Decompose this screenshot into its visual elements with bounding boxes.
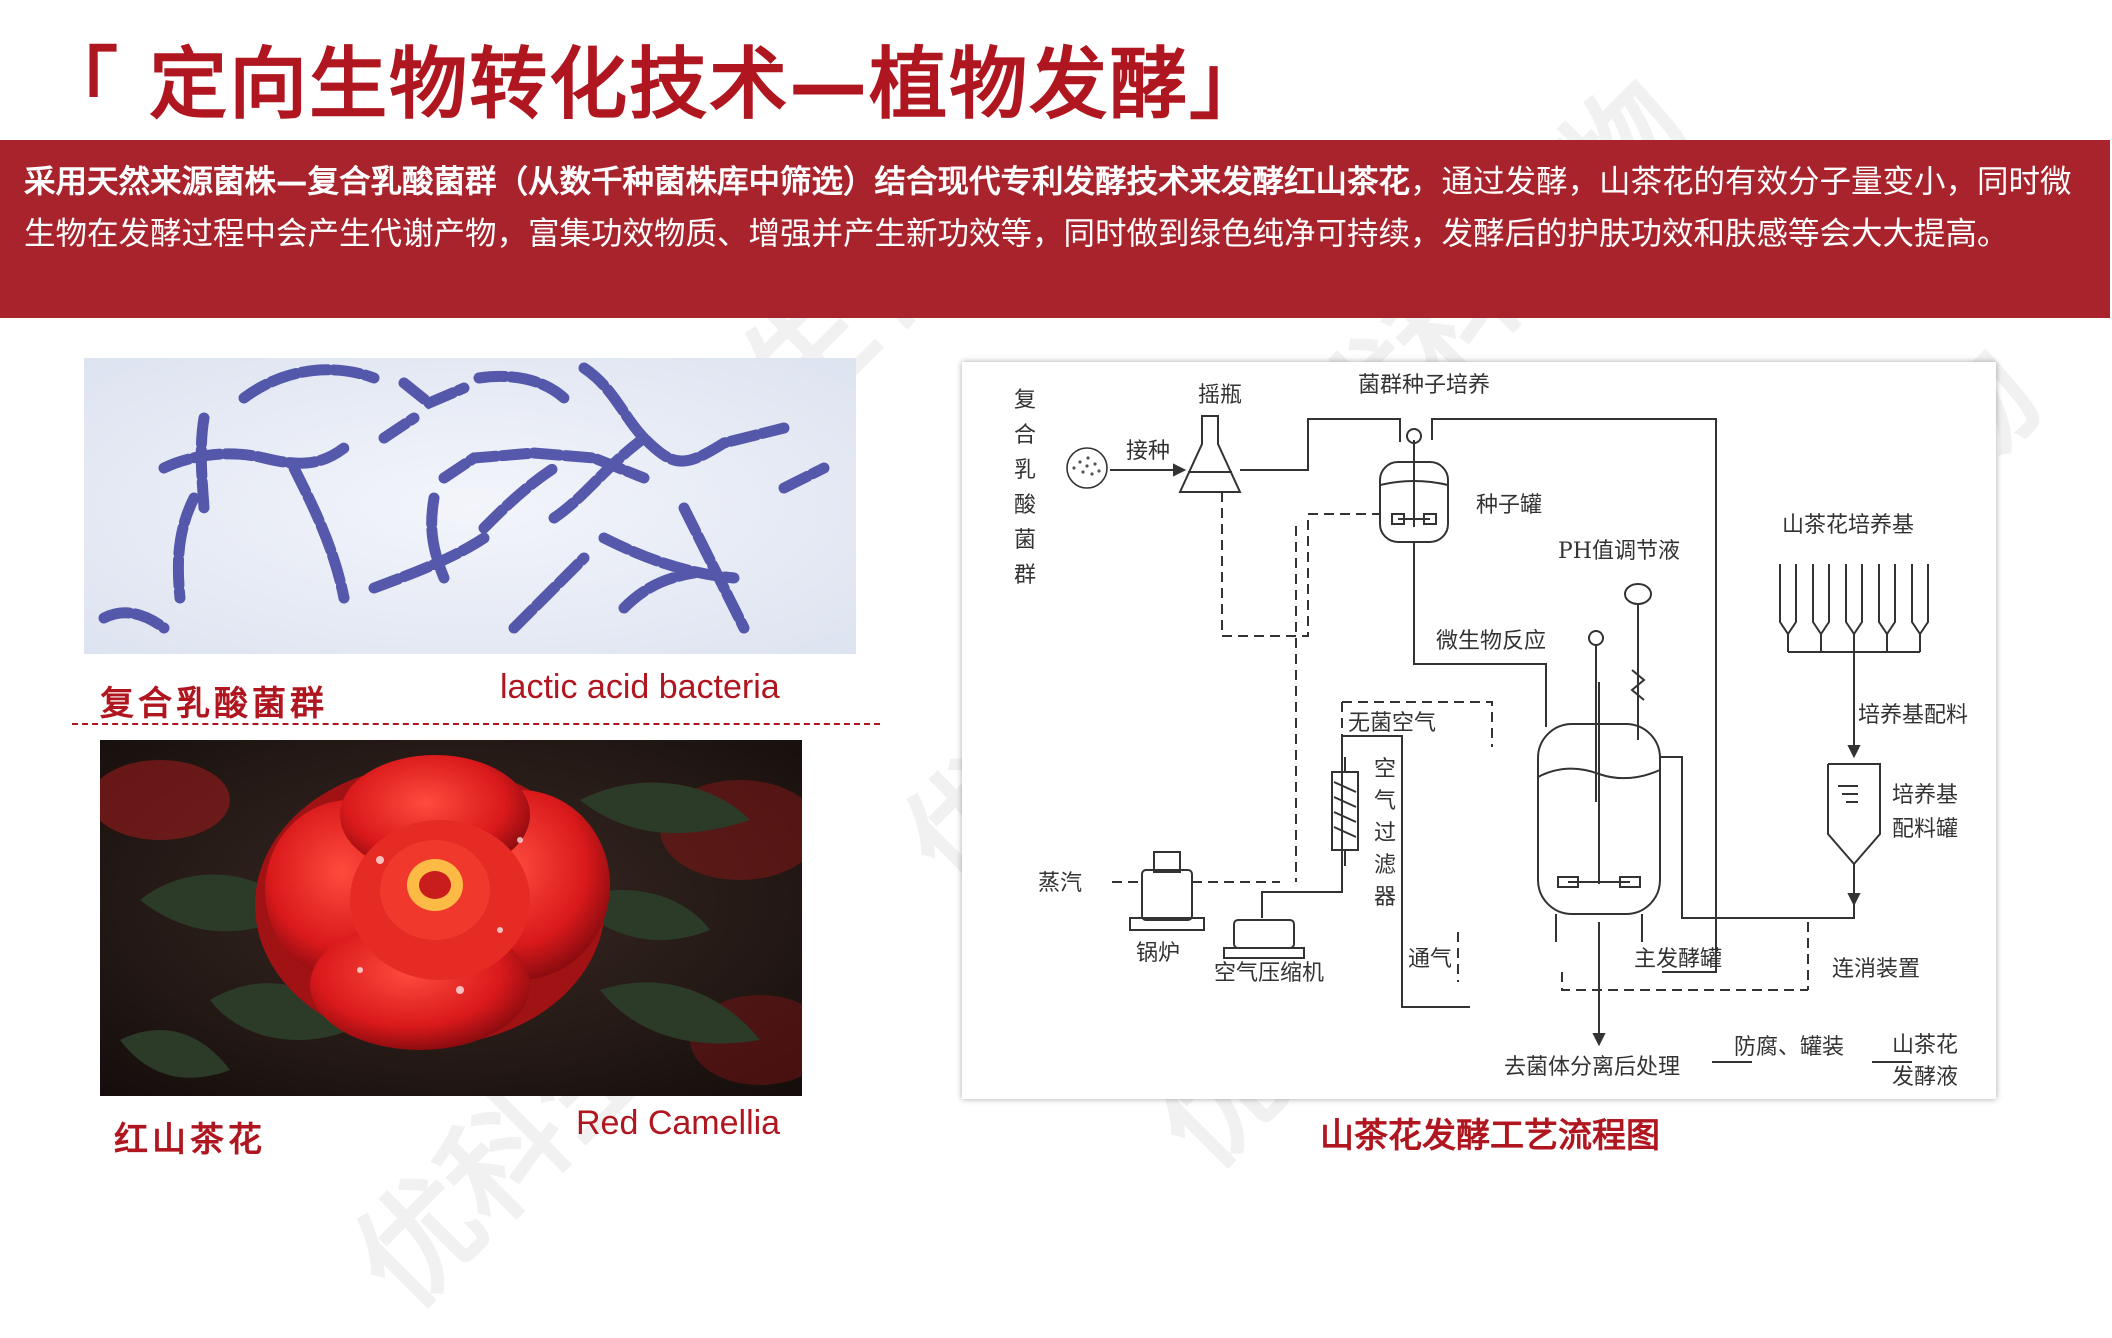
label-lab-v5: 菌 xyxy=(1014,528,1036,553)
label-lab-v1: 复 xyxy=(1014,388,1036,413)
label-microbe-reaction: 微生物反应 xyxy=(1436,629,1546,654)
label-filter-v2: 气 xyxy=(1374,789,1396,814)
label-separation: 去菌体分离后处理 xyxy=(1504,1055,1680,1080)
label-lab-v6: 群 xyxy=(1014,563,1036,588)
label-boiler: 锅炉 xyxy=(1136,941,1180,966)
camellia-image xyxy=(100,740,802,1096)
label-steam: 蒸汽 xyxy=(1038,871,1082,896)
label-medium-mix: 培养基配料 xyxy=(1858,703,1968,728)
label-filter-v1: 空 xyxy=(1374,757,1396,782)
bacteria-caption-cn: 复合乳酸菌群 xyxy=(100,684,328,724)
label-filter-v4: 滤 xyxy=(1374,853,1396,878)
ph-bottle xyxy=(1624,583,1652,605)
label-mix-tank-1: 培养基 xyxy=(1892,783,1958,808)
label-sterile-air: 无菌空气 xyxy=(1348,711,1436,736)
intro-text-rest: ，通过发酵，山茶花的有效分子量变小，同时微生物在发酵过程中会产生代谢产物，富集功… xyxy=(24,164,2072,252)
label-medium: 山茶花培养基 xyxy=(1782,513,1914,538)
label-compressor: 空气压缩机 xyxy=(1214,961,1324,986)
label-sterilizer: 连消装置 xyxy=(1832,957,1920,982)
label-packaging: 防腐、罐装 xyxy=(1734,1035,1844,1060)
label-flask: 摇瓶 xyxy=(1198,383,1242,408)
petri-dish xyxy=(1066,447,1108,489)
label-lab-v3: 乳 xyxy=(1014,458,1036,483)
intro-banner: 采用天然来源菌株—复合乳酸菌群（从数千种菌株库中筛选）结合现代专利发酵技术来发酵… xyxy=(0,140,2110,318)
fermentation-flowchart: 复 合 乳 酸 菌 群 接种 摇瓶 菌群种子培养 种子罐 PH值调节液 山茶花培… xyxy=(962,362,1996,1099)
medium-mix-tank xyxy=(1827,763,1881,866)
label-product-2: 发酵液 xyxy=(1892,1065,1958,1090)
camellia-caption-cn: 红山茶花 xyxy=(114,1120,266,1160)
bacteria-image xyxy=(84,358,856,654)
label-ph-solution: PH值调节液 xyxy=(1558,539,1680,564)
label-mix-tank-2: 配料罐 xyxy=(1892,817,1958,842)
boiler xyxy=(1141,869,1193,921)
label-aeration: 通气 xyxy=(1408,947,1452,972)
intro-text: 采用天然来源菌株—复合乳酸菌群（从数千种菌株库中筛选）结合现代专利发酵技术来发酵… xyxy=(0,140,2110,260)
label-product-1: 山茶花 xyxy=(1892,1033,1958,1058)
label-inoculate: 接种 xyxy=(1126,439,1170,464)
dashed-divider xyxy=(72,723,880,725)
label-lab-v2: 合 xyxy=(1014,423,1036,448)
label-filter-v3: 过 xyxy=(1374,821,1396,846)
label-main-tank: 主发酵罐 xyxy=(1634,947,1722,972)
air-compressor xyxy=(1233,919,1295,949)
bacteria-caption-en: lactic acid bacteria xyxy=(500,668,780,706)
page-title: 「 定向生物转化技术—植物发酵」 xyxy=(40,40,1270,130)
intro-text-bold: 采用天然来源菌株—复合乳酸菌群（从数千种菌株库中筛选）结合现代专利发酵技术来发酵… xyxy=(24,164,1411,200)
label-seed-tank: 种子罐 xyxy=(1476,493,1542,518)
medium-bottles xyxy=(1779,564,1929,759)
label-seed-culture: 菌群种子培养 xyxy=(1358,373,1490,398)
label-filter-v5: 器 xyxy=(1374,885,1396,910)
flowchart-caption: 山茶花发酵工艺流程图 xyxy=(1320,1116,1660,1156)
shake-flask xyxy=(1178,415,1242,493)
label-lab-v4: 酸 xyxy=(1014,493,1036,518)
camellia-caption-en: Red Camellia xyxy=(576,1104,781,1142)
